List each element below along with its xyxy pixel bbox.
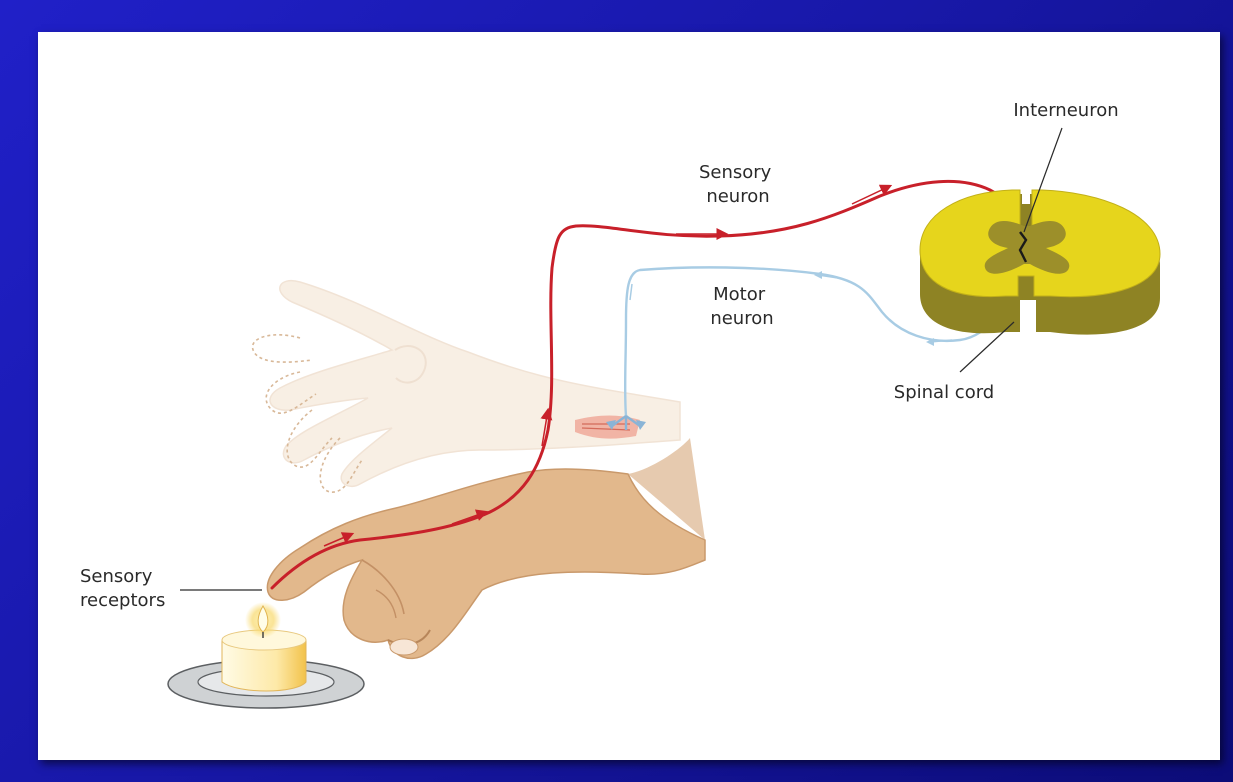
motor-neuron-label: Motor neuron bbox=[710, 284, 773, 329]
sensory-neuron-label: Sensory neuron bbox=[699, 162, 777, 207]
spinal-cord-cross-section bbox=[920, 190, 1160, 335]
sensory-receptors-label: Sensory receptors bbox=[80, 566, 165, 611]
spinal-cord-label: Spinal cord bbox=[894, 382, 994, 403]
interneuron-label: Interneuron bbox=[1013, 100, 1118, 121]
withdrawn-hand-ghost bbox=[270, 281, 680, 487]
candle-on-plate bbox=[168, 602, 364, 708]
